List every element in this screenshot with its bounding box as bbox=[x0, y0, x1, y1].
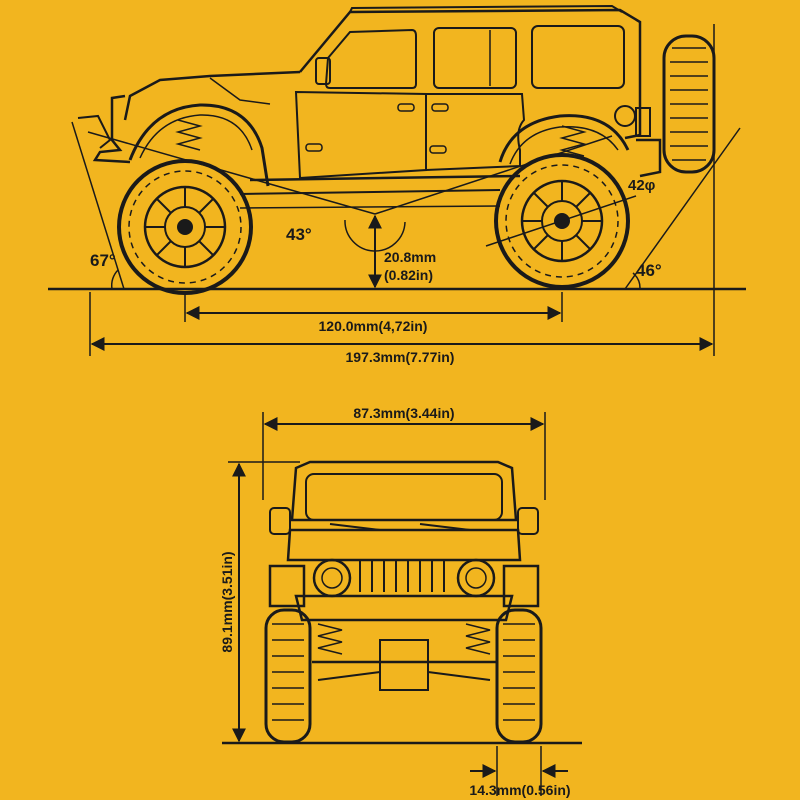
overall-length-label: 197.3mm(7.77in) bbox=[346, 349, 455, 365]
tire-diameter-label: 42φ bbox=[628, 177, 656, 194]
front-view-vehicle bbox=[264, 460, 543, 744]
right-front-tire bbox=[495, 608, 543, 744]
approach-angle-label: 67° bbox=[90, 251, 116, 270]
left-front-tire bbox=[264, 608, 312, 744]
departure-angle-label: 46° bbox=[636, 261, 662, 280]
overall-height-label: 89.1mm(3.51in) bbox=[219, 551, 235, 652]
front-wheel-side bbox=[117, 159, 253, 295]
side-view-vehicle bbox=[77, 4, 716, 295]
ground-clearance-in-label: (0.82in) bbox=[384, 267, 433, 283]
overall-width-label: 87.3mm(3.44in) bbox=[353, 405, 454, 421]
breakover-angle-label: 43° bbox=[286, 225, 312, 244]
ground-clearance-mm-label: 20.8mm bbox=[384, 249, 436, 265]
wheelbase-label: 120.0mm(4,72in) bbox=[319, 318, 428, 334]
tire-width-label: 14.3mm(0.56in) bbox=[469, 782, 570, 798]
